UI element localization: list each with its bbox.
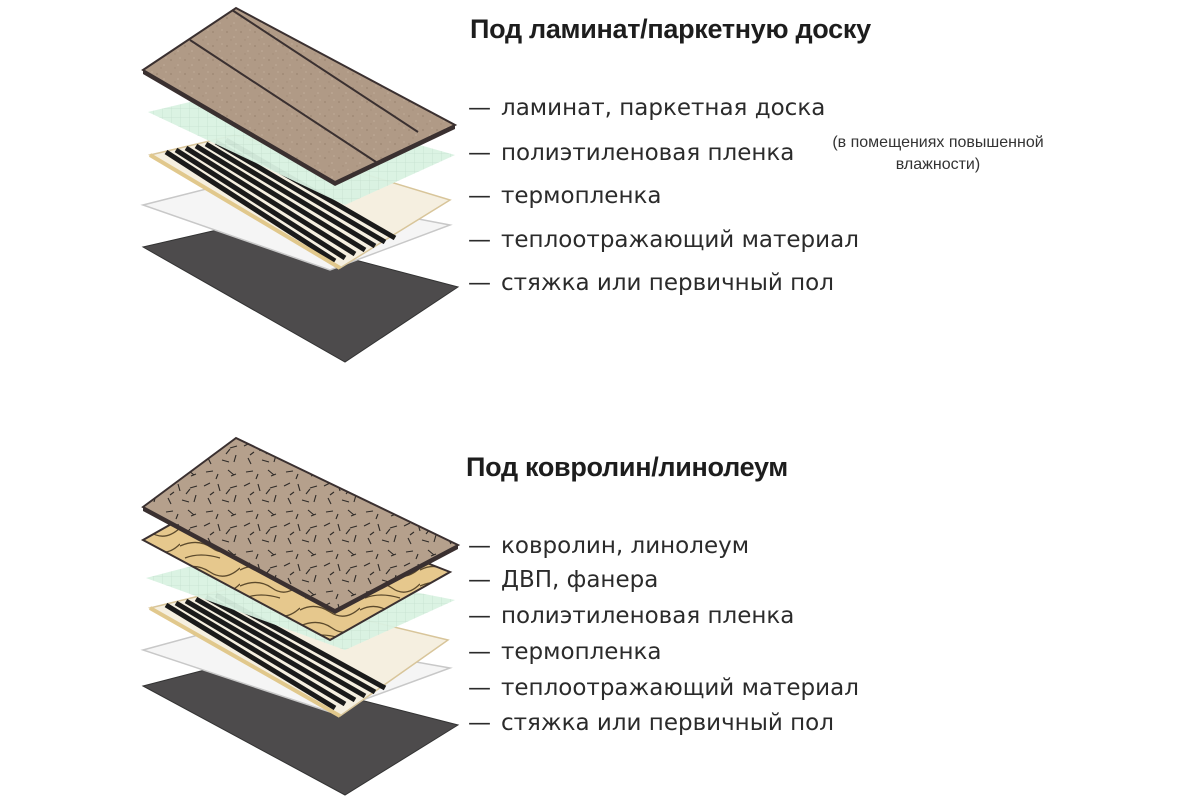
layer-label: —термопленка — [468, 183, 662, 209]
humidity-note-line1: (в помещениях повышенной — [832, 134, 1044, 151]
layer-label: —теплоотражающий материал — [468, 675, 859, 701]
thermofilm-layer-2 — [147, 587, 450, 718]
layer-label: —теплоотражающий материал — [468, 227, 859, 253]
layer-label: —полиэтиленовая пленка — [468, 603, 795, 629]
screed-layer — [141, 226, 460, 363]
layer-label: —стяжка или первичный пол — [468, 270, 834, 296]
humidity-note: (в помещениях повышенной влажности) — [808, 132, 1068, 176]
layer-label: —ламинат, паркетная доска — [468, 95, 826, 121]
thermofilm-layer — [148, 134, 452, 270]
laminate-section-title: Под ламинат/паркетную доску — [470, 14, 871, 44]
carpet-section-title: Под ковролин/линолеум — [466, 452, 788, 482]
layer-label: —термопленка — [468, 639, 662, 665]
layer-label: —ковролин, линолеум — [468, 533, 750, 559]
layer-label: —стяжка или первичный пол — [468, 710, 834, 736]
laminate-layer — [141, 6, 458, 186]
screed-layer-2 — [141, 664, 460, 796]
layer-label: —полиэтиленовая пленка — [468, 140, 795, 166]
carpet-layer — [141, 436, 461, 614]
humidity-note-line2: влажности) — [895, 156, 981, 173]
layer-label: —ДВП, фанера — [468, 567, 659, 593]
